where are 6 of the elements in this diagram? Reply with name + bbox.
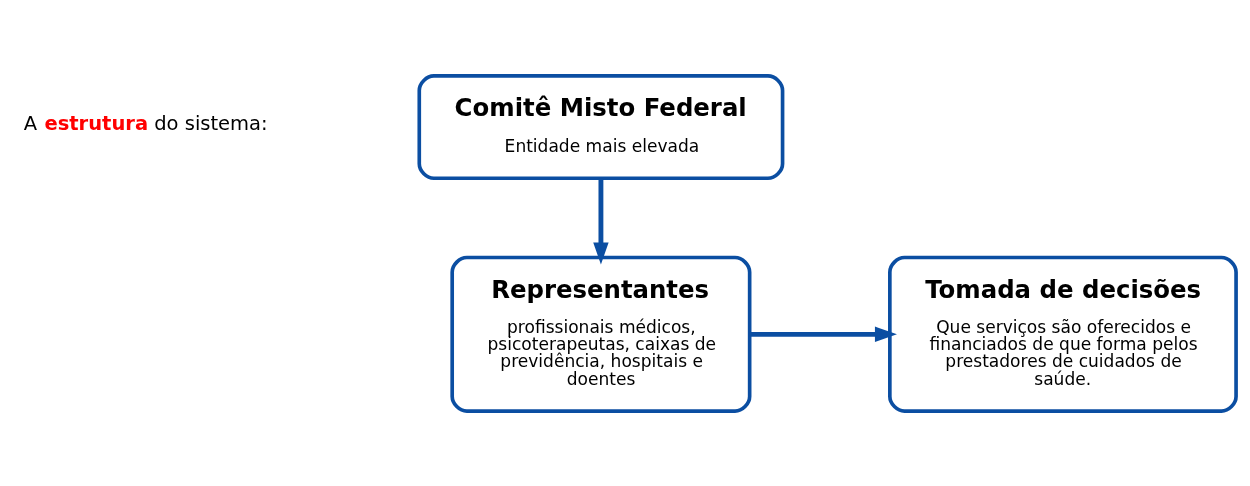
node-box: Representantes profissionais médicos, psicoterapeutas, caixas de previdência, hospitais e doentes [450,255,752,413]
label: A estrutura do sistema: [23,111,268,135]
arrow [593,177,609,265]
node-box: Comitê Misto Federal Entidade mais elevada [417,73,785,180]
arrow [749,326,897,342]
node-box: Tomada de decisões Que serviços são oferecidos e financiados de que forma pelos prestadores de cuidados de saúde. [888,255,1238,413]
